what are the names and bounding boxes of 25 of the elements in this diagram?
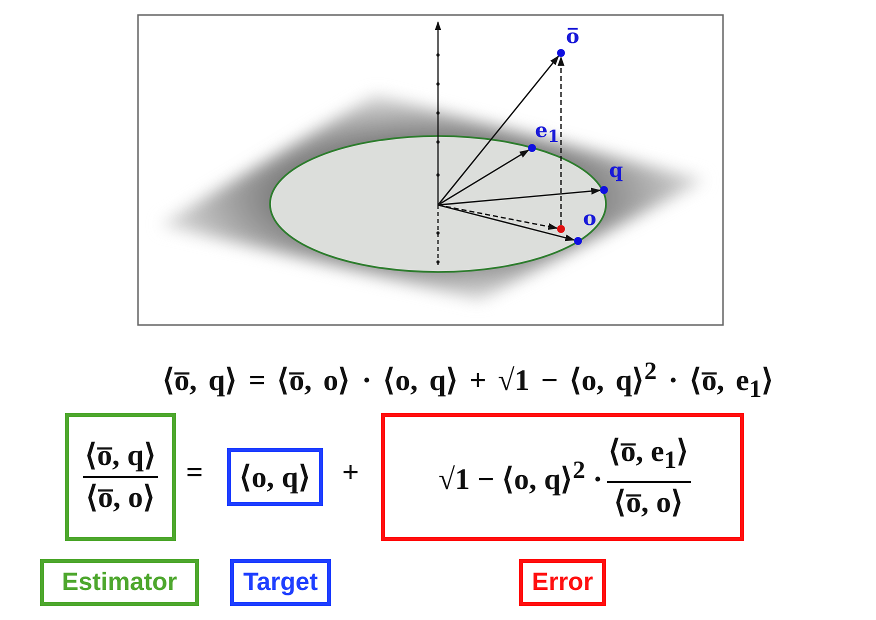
formula-box <box>381 413 744 541</box>
vector-arrow <box>438 204 576 242</box>
fraction-numerator: ⟨o̅, e$_{1}$⟩ <box>606 432 691 482</box>
point-label: o <box>583 206 596 230</box>
formula-box <box>65 413 176 541</box>
dashed-arrow <box>558 56 564 225</box>
term-label: Target <box>230 559 331 606</box>
point-label: q <box>609 158 623 182</box>
fraction-numerator: ⟨o̅, q⟩ <box>83 436 158 478</box>
operator-sign: + <box>342 455 360 491</box>
vector-arrow <box>438 188 601 206</box>
dashed-arrow <box>438 204 558 230</box>
point-label: e$_{1}$ <box>535 118 560 148</box>
fraction-denominator: ⟨o̅, o⟩ <box>613 484 684 520</box>
term-label: Error <box>519 559 606 606</box>
formula-term: √1 − ⟨o, q⟩$^{2}$ · <box>437 457 604 497</box>
equation: ⟨o̅, q⟩ = ⟨o̅, o⟩ · ⟨o, q⟩ + √1 − ⟨o, q⟩$^{2}$ · ⟨o̅, e$_{1}$⟩ <box>161 357 775 405</box>
formula-term: ⟨o, q⟩ <box>238 460 312 495</box>
formula-box <box>227 448 323 506</box>
fraction-denominator: ⟨o̅, o⟩ <box>85 480 156 516</box>
operator-sign: = <box>186 455 204 491</box>
term-label: Estimator <box>40 559 199 606</box>
point-label: o̅ <box>566 24 580 48</box>
vector-arrow <box>438 149 530 206</box>
vector-arrow <box>437 55 560 206</box>
